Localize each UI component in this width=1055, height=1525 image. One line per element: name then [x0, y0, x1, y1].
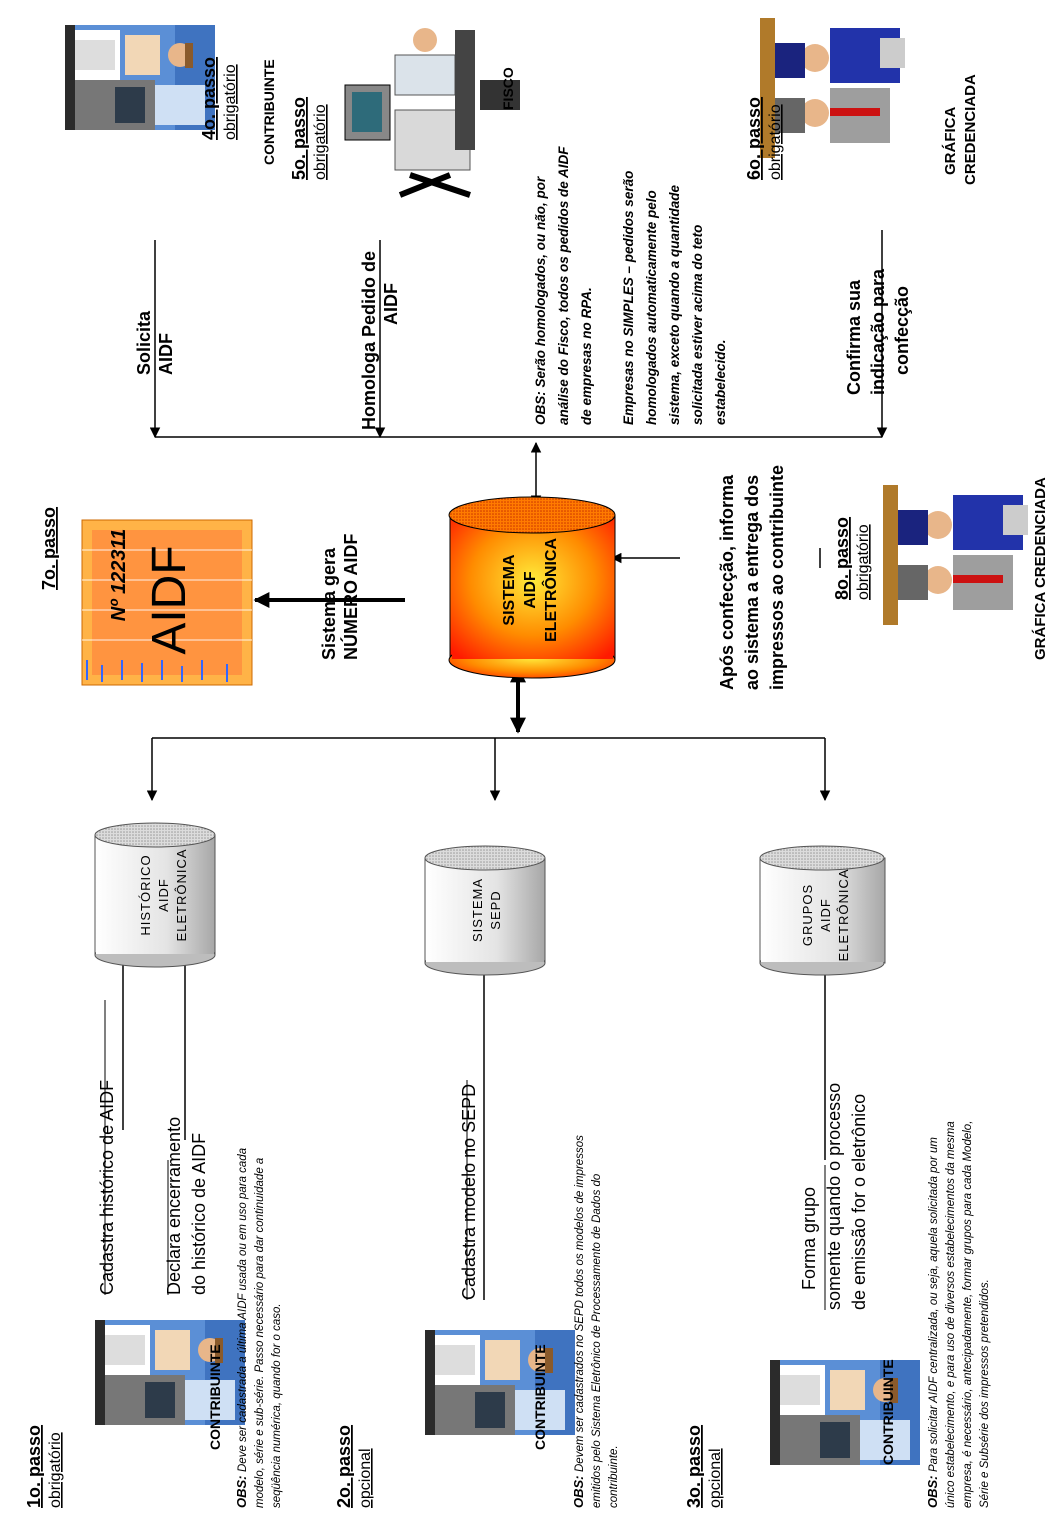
obs3-label: OBS:: [925, 1476, 940, 1509]
step4-kind: obrigatório: [222, 64, 239, 140]
historico-cylinder: [94, 822, 216, 968]
forma-grupo-line3: de emissão for o eletrônico: [849, 1094, 869, 1310]
contribuinte-illustration-step2: [425, 1330, 575, 1435]
obs5-line5: estabelecido.: [713, 339, 728, 425]
apos-confeccao-line1: Após confecção, informa: [717, 474, 737, 690]
sepd-db-line1: SISTEMA: [470, 878, 485, 942]
obs3-line2: único estabelecimento, e para uso de div…: [945, 1121, 957, 1508]
forma-grupo-line1: Forma grupo: [799, 1187, 819, 1290]
step5-label: 5o. passo: [289, 97, 309, 180]
solicita-line1: Solicita: [134, 310, 154, 375]
historico-db-line2: AIDF: [156, 878, 171, 912]
obs1-line1: Deve ser cadastrada a última AIDF usada …: [237, 1148, 249, 1472]
connector-lines: [117, 230, 888, 1300]
fisco-illustration: [344, 28, 520, 198]
grupos-db-line1: GRUPOS: [800, 884, 815, 946]
step6-kind: obrigatório: [767, 104, 784, 180]
obs4-line1: OBS: Serão homologados, ou não, por: [533, 176, 548, 425]
aidf-form-title: AIDF: [143, 545, 196, 654]
central-system-cylinder: [448, 496, 616, 679]
contribuinte-illustration-step4: [65, 25, 215, 130]
historico-db-line3: ELETRÔNICA: [174, 848, 189, 941]
obs5-line4: solicitada estiver acima do teto: [690, 225, 705, 425]
historico-db-line1: HISTÓRICO: [138, 854, 153, 935]
confirma-line3: confecção: [892, 286, 912, 375]
sistema-gera-line2: NÚMERO AIDF: [340, 534, 361, 660]
aidf-form-illustration: [81, 519, 253, 686]
step3-label: 3o. passo: [684, 1425, 704, 1508]
obs5-line2: homologados automaticamente pelo: [644, 190, 659, 425]
grafica-illustration-step8: [883, 485, 1033, 625]
step2-kind: opcional: [357, 1448, 374, 1508]
cadastra-sepd-label: Cadastra modelo no SEPD: [459, 1084, 479, 1300]
obs2-label: OBS:: [571, 1476, 586, 1509]
obs3-line4: Série e Subsérie dos impressos pretendid…: [979, 1279, 991, 1508]
obs2-line3: contribuinte.: [608, 1445, 620, 1508]
obs1-line3: seqüência numérica, quando for o caso.: [271, 1303, 283, 1508]
step6-label: 6o. passo: [744, 97, 764, 180]
obs5-line1: Empresas no SIMPLES – pedidos serão: [621, 171, 636, 425]
sepd-cylinder: [424, 845, 546, 976]
step3-actor: CONTRIBUINTE: [880, 1359, 896, 1465]
step5-kind: obrigatório: [312, 104, 329, 180]
contribuinte-illustration-step3: [770, 1360, 920, 1465]
step1-actor: CONTRIBUINTE: [207, 1344, 223, 1450]
step3-kind: opcional: [707, 1448, 724, 1508]
step6-actor-line2: CREDENCIADA: [962, 74, 979, 185]
homologa-line2: AIDF: [381, 283, 401, 325]
step8-actor: GRÁFICA CREDENCIADA: [1032, 477, 1049, 660]
confirma-line2: indicação para: [868, 268, 888, 395]
sepd-db-line2: SEPD: [488, 890, 503, 929]
aidf-form-number: Nº 122311: [108, 529, 130, 622]
step4-label: 4o. passo: [199, 57, 219, 140]
step2-actor: CONTRIBUINTE: [532, 1344, 548, 1450]
central-db-line3: ELETRÔNICA: [541, 538, 560, 642]
grupos-cylinder: [759, 845, 886, 976]
obs3-line1: Para solicitar AIDF centralizada, ou sej…: [928, 1137, 940, 1472]
obs4-line2: análise do Fisco, todos os pedidos de AI…: [556, 146, 571, 425]
sistema-gera-line1: Sistema gera: [319, 547, 339, 660]
confirma-line1: Confirma sua: [844, 279, 864, 395]
declara-line1: Declara encerramento: [164, 1117, 184, 1295]
obs5-line3: sistema, exceto quando a quantidade: [667, 184, 682, 425]
step1-kind: obrigatório: [47, 1432, 64, 1508]
step6-actor-line1: GRÁFICA: [942, 107, 959, 175]
central-db-line2: AIDF: [522, 571, 539, 609]
solicita-line2: AIDF: [156, 333, 176, 375]
step7-label: 7o. passo: [39, 507, 59, 590]
step8-kind: obrigatório: [855, 524, 872, 600]
step4-actor: CONTRIBUINTE: [261, 59, 277, 165]
homologa-line1: Homologa Pedido de: [359, 251, 379, 430]
grupos-db-line3: ELETRÔNICA: [836, 868, 851, 961]
obs2-line1: Devem ser cadastrados no SEPD todos os m…: [574, 1135, 586, 1472]
apos-confeccao-line3: impressos ao contribuinte: [767, 465, 787, 690]
step2-label: 2o. passo: [334, 1425, 354, 1508]
declara-line2: do histórico de AIDF: [189, 1133, 209, 1295]
step5-actor: FISCO: [500, 67, 516, 110]
forma-grupo-line2: somente quando o processo: [824, 1083, 844, 1310]
central-db-line1: SISTEMA: [501, 554, 518, 626]
step8-label: 8o. passo: [832, 517, 852, 600]
obs2-line2: emitidos pelo Sistema Eletrônico de Proc…: [591, 1173, 603, 1508]
apos-confeccao-line2: ao sistema a entrega dos: [742, 475, 762, 690]
cadastra-historico-label: Cadastra histórico de AIDF: [97, 1080, 117, 1295]
obs4-line3: de empresas no RPA.: [579, 287, 594, 425]
grupos-db-line2: AIDF: [818, 898, 833, 932]
obs1-label: OBS:: [234, 1476, 249, 1509]
step1-label: 1o. passo: [24, 1425, 44, 1508]
obs3-line3: empresa, é necessário, antecipadamente, …: [962, 1121, 974, 1508]
obs1-line2: modelo, série e sub-série. Passo necessá…: [254, 1158, 266, 1508]
